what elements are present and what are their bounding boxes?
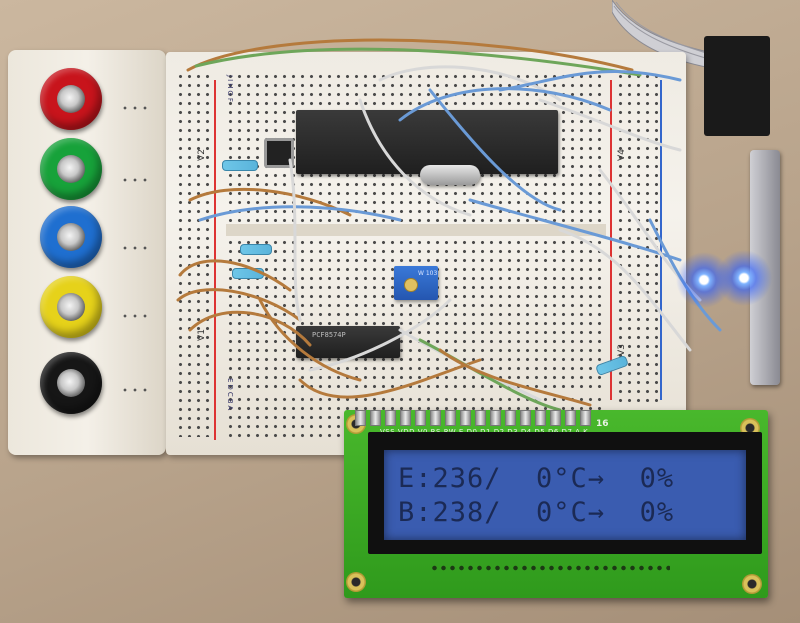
lcd-pin-count-label: 16 (596, 419, 609, 429)
lcd-line-1: E:236/ 0°C→ 0% (398, 463, 675, 494)
io-expander-label: PCF8574P (312, 331, 346, 339)
panel-holes (120, 104, 150, 112)
ribbon-connector (704, 36, 770, 136)
header-pin (535, 410, 546, 426)
blue-banana-jack[interactable] (40, 206, 102, 268)
mount-hole (346, 572, 366, 592)
header-pin (550, 410, 561, 426)
header-pin (505, 410, 516, 426)
mount-hole (742, 574, 762, 594)
row-letters-bottom: EDCBA (226, 378, 234, 413)
header-pin (565, 410, 576, 426)
lcd-header-pins (355, 410, 615, 430)
panel-holes (120, 244, 150, 252)
header-pin (385, 410, 396, 426)
crystal-oscillator (420, 165, 480, 185)
resistor (240, 244, 272, 255)
resistor (222, 160, 258, 171)
row-letters-top: JIHGF (226, 75, 234, 104)
header-pin (580, 410, 591, 426)
breadboard-center-channel (226, 224, 606, 236)
header-pin (400, 410, 411, 426)
yellow-banana-jack[interactable] (40, 276, 102, 338)
panel-holes (120, 176, 150, 184)
header-pin (415, 410, 426, 426)
breadboard-holes-left-rail (176, 72, 212, 437)
black-banana-jack[interactable] (40, 352, 102, 414)
trimpot-screw-icon (404, 278, 418, 292)
header-pin (490, 410, 501, 426)
header-pin (460, 410, 471, 426)
blue-led (714, 248, 774, 308)
green-banana-jack[interactable] (40, 138, 102, 200)
header-pin (520, 410, 531, 426)
header-pin (355, 410, 366, 426)
panel-holes (120, 312, 150, 320)
header-pin (370, 410, 381, 426)
lcd-bottom-pads (430, 562, 670, 574)
red-banana-jack[interactable] (40, 68, 102, 130)
lcd-line-2: B:238/ 0°C→ 0% (398, 497, 675, 528)
microcontroller-chip (296, 110, 558, 174)
breadboard-holes-right-rail (616, 72, 658, 402)
header-pin (430, 410, 441, 426)
panel-holes (120, 386, 150, 394)
io-expander-chip (296, 326, 400, 358)
trimpot-label: W 103 (418, 270, 438, 277)
lcd-screen (384, 450, 746, 540)
header-pin (475, 410, 486, 426)
header-pin (445, 410, 456, 426)
